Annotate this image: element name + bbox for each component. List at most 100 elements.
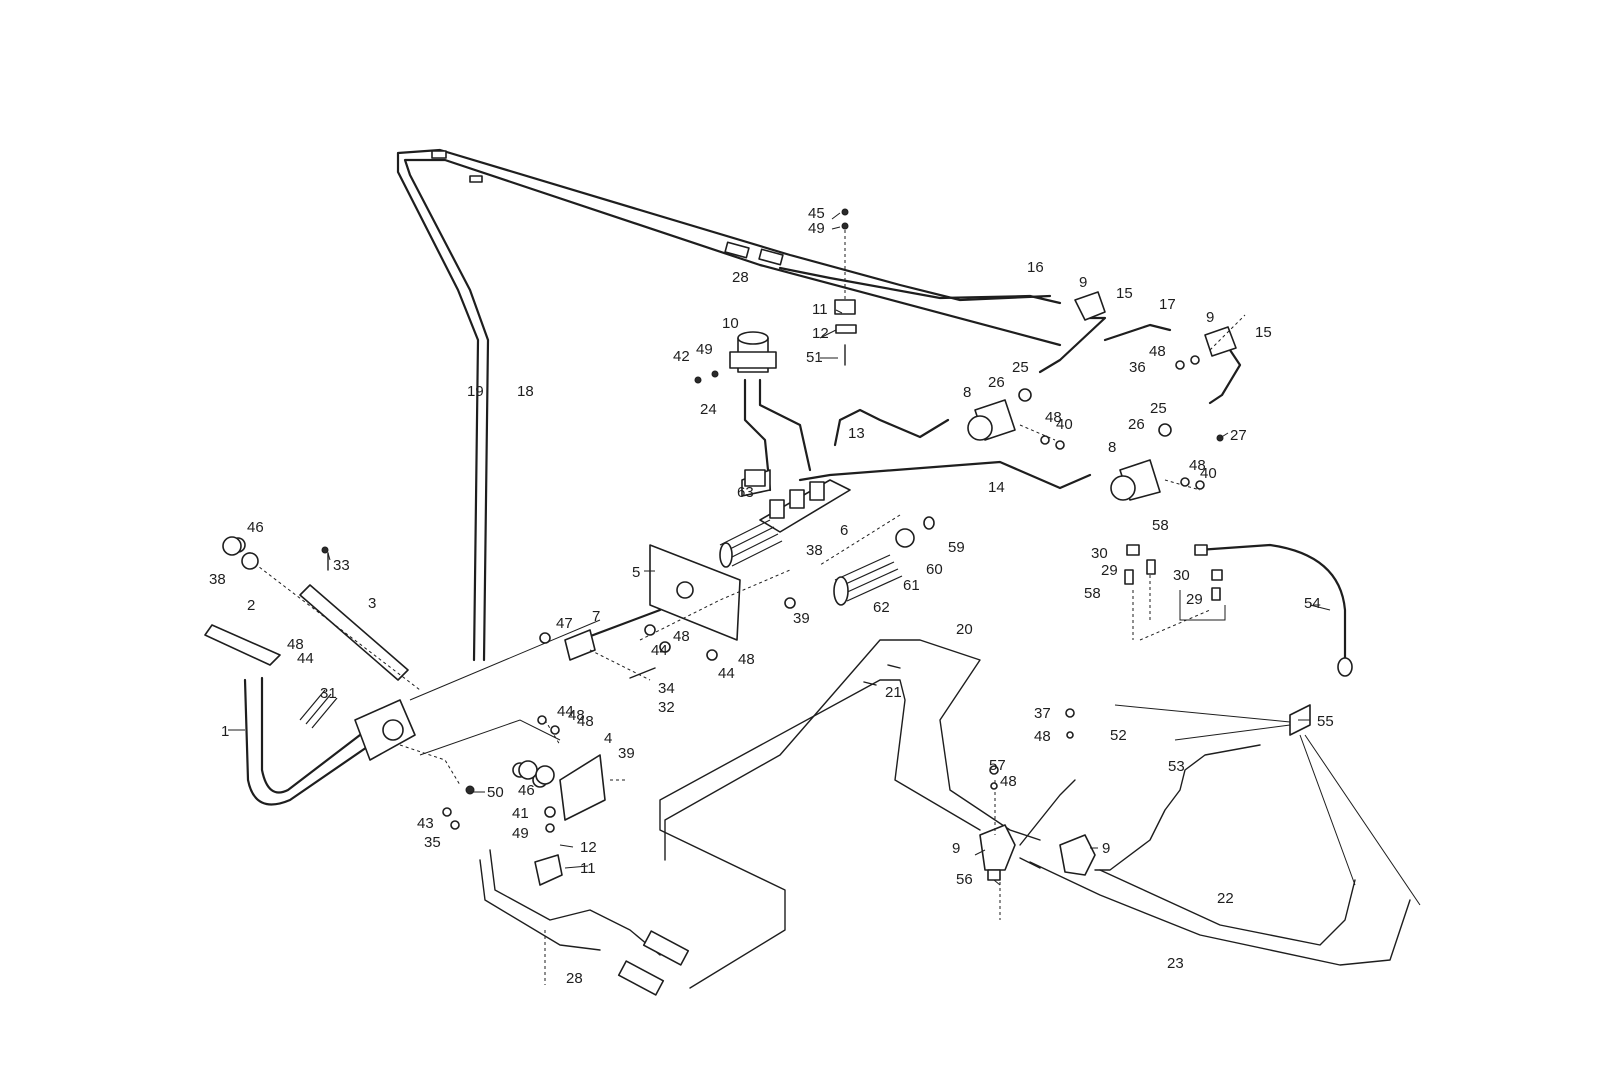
label-29a: 29 [1101, 562, 1118, 579]
reservoir-10 [729, 331, 812, 492]
label-47: 47 [556, 615, 573, 632]
label-49c: 49 [512, 825, 529, 842]
label-1: 1 [221, 723, 229, 740]
label-30b: 30 [1173, 567, 1190, 584]
hose-54 [1114, 543, 1421, 906]
label-25a: 25 [1012, 359, 1029, 376]
label-21: 21 [885, 684, 902, 701]
label-39b: 39 [618, 745, 635, 762]
label-44a: 44 [297, 650, 314, 667]
label-48e: 48 [1149, 343, 1166, 360]
label-49a: 49 [808, 220, 825, 237]
label-25b: 25 [1150, 400, 1167, 417]
label-19: 19 [467, 383, 484, 400]
label-leaders [228, 212, 1331, 886]
bleed-screws [1124, 544, 1226, 641]
label-48b: 48 [673, 628, 690, 645]
label-48d: 48 [577, 713, 594, 730]
label-48j: 48 [568, 707, 585, 724]
label-58a: 58 [1152, 517, 1169, 534]
hardware [222, 208, 1224, 881]
label-49b: 49 [696, 341, 713, 358]
pushrod-7 [564, 608, 662, 681]
label-48i: 48 [1000, 773, 1017, 790]
mounting-plate-5 [639, 544, 791, 641]
label-58b: 58 [1084, 585, 1101, 602]
upper-brake-lines [724, 241, 1242, 490]
label-48g: 48 [1189, 457, 1206, 474]
label-31: 31 [320, 685, 337, 702]
boot-assembly [719, 514, 935, 606]
label-12b: 12 [580, 839, 597, 856]
label-37: 37 [1034, 705, 1051, 722]
label-40a: 40 [1056, 416, 1073, 433]
label-23: 23 [1167, 955, 1184, 972]
label-38a: 38 [209, 571, 226, 588]
label-20: 20 [956, 621, 973, 638]
label-48f: 48 [1045, 409, 1062, 426]
label-44b: 44 [651, 642, 668, 659]
label-24: 24 [700, 401, 717, 418]
label-28a: 28 [732, 269, 749, 286]
label-26b: 26 [1128, 416, 1145, 433]
label-48h: 48 [1034, 728, 1051, 745]
upper-distributors [1074, 291, 1246, 357]
lower-sleeves-28 [479, 849, 690, 996]
label-34: 34 [658, 680, 675, 697]
label-29b: 29 [1186, 591, 1203, 608]
label-56: 56 [956, 871, 973, 888]
label-57: 57 [989, 757, 1006, 774]
label-39a: 39 [793, 610, 810, 627]
label-50: 50 [487, 784, 504, 801]
label-12a: 12 [812, 325, 829, 342]
label-27: 27 [1230, 427, 1247, 444]
label-9d: 9 [1102, 840, 1110, 857]
label-3: 3 [368, 595, 376, 612]
label-9a: 9 [1079, 274, 1087, 291]
label-35: 35 [424, 834, 441, 851]
label-11b: 11 [580, 860, 596, 877]
label-46b: 46 [518, 782, 535, 799]
distributors-9 [979, 744, 1261, 920]
label-48a: 48 [287, 636, 304, 653]
label-26a: 26 [988, 374, 1005, 391]
label-51: 51 [806, 349, 823, 366]
label-48c: 48 [738, 651, 755, 668]
brake-lines-18-19 [396, 148, 1062, 662]
label-2: 2 [247, 597, 255, 614]
label-55: 55 [1317, 713, 1334, 730]
part-labels: 1 2 3 4 5 6 7 8 8 9 9 9 9 10 11 11 12 12… [209, 205, 1334, 987]
label-4: 4 [604, 730, 612, 747]
label-38b: 38 [806, 542, 823, 559]
brake-pedal-1 [204, 559, 601, 806]
label-61: 61 [903, 577, 920, 594]
master-cylinder-6 [741, 469, 851, 533]
label-53: 53 [1168, 758, 1185, 775]
label-5: 5 [632, 564, 640, 581]
front-brake-lines [659, 639, 1041, 989]
label-59: 59 [948, 539, 965, 556]
label-63: 63 [737, 484, 754, 501]
label-8a: 8 [963, 384, 971, 401]
label-17: 17 [1159, 296, 1176, 313]
label-42: 42 [673, 348, 690, 365]
label-18: 18 [517, 383, 534, 400]
label-40b: 40 [1200, 465, 1217, 482]
label-10: 10 [722, 315, 739, 332]
label-62: 62 [873, 599, 890, 616]
label-43: 43 [417, 815, 434, 832]
label-28b: 28 [566, 970, 583, 987]
label-30a: 30 [1091, 545, 1108, 562]
label-41: 41 [512, 805, 529, 822]
calipers-8 [967, 399, 1201, 501]
label-33: 33 [333, 557, 350, 574]
label-22: 22 [1217, 890, 1234, 907]
label-60: 60 [926, 561, 943, 578]
label-46a: 46 [247, 519, 264, 536]
label-32: 32 [658, 699, 675, 716]
label-54: 54 [1304, 595, 1321, 612]
label-8b: 8 [1108, 439, 1116, 456]
label-36: 36 [1129, 359, 1146, 376]
rear-lines-22-23 [1029, 861, 1411, 966]
